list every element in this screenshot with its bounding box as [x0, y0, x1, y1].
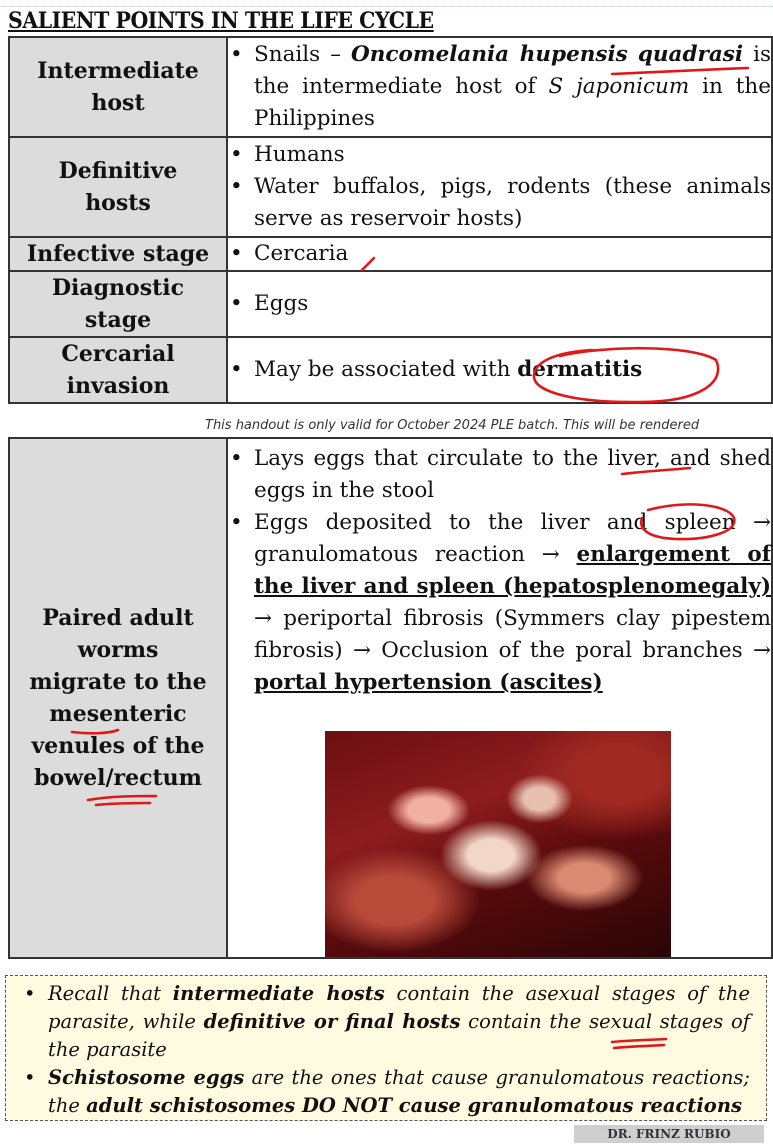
recall-note-box: Recall that intermediate hosts contain t…	[5, 975, 767, 1121]
adult-worms-label-line: mesenteric	[49, 701, 187, 727]
list-item: Schistosome eggs are the ones that cause…	[24, 1064, 750, 1120]
adult-worms-label-line: Paired adult	[42, 605, 194, 631]
list-item: Snails – Oncomelania hupensis quadrasi i…	[230, 39, 771, 135]
cercarial-invasion-content: May be associated with dermatitis	[226, 336, 773, 404]
infective-stage-label: Infective stage	[8, 236, 228, 272]
validity-note: This handout is only valid for October 2…	[205, 418, 700, 433]
intermediate-host-content: Snails – Oncomelania hupensis quadrasi i…	[226, 36, 773, 138]
table-row: Definitive hosts Humans Water buffalos, …	[8, 136, 773, 238]
cercarial-invasion-label: Cercarial invasion	[8, 336, 228, 404]
table-row: Cercarial invasion May be associated wit…	[8, 336, 773, 404]
page-title: SALIENT POINTS IN THE LIFE CYCLE	[8, 8, 434, 34]
adult-worms-label-line: venules of the	[31, 733, 205, 759]
list-item: Cercaria	[230, 238, 771, 270]
list-item: Humans	[230, 139, 771, 171]
list-item: Eggs	[230, 288, 771, 320]
list-item: Eggs deposited to the liver and spleen →…	[230, 507, 771, 699]
diagnostic-stage-label: Diagnostic stage	[8, 270, 228, 338]
definitive-hosts-content: Humans Water buffalos, pigs, rodents (th…	[226, 136, 773, 238]
diagnostic-stage-content: Eggs	[226, 270, 773, 338]
adult-worms-label-line: worms	[77, 637, 159, 663]
adult-worms-label-line: bowel/rectum	[34, 765, 202, 791]
table-row: Intermediate host Snails – Oncomelania h…	[8, 36, 773, 138]
liver-specimen-photo	[325, 731, 671, 957]
adult-worms-label-line: migrate to the	[29, 669, 207, 695]
author-credit: DR. FRINZ RUBIO	[574, 1125, 764, 1143]
adult-worms-label: Paired adult worms migrate to the mesenteri…	[8, 437, 228, 959]
list-item: Recall that intermediate hosts contain t…	[24, 980, 750, 1064]
list-item: May be associated with dermatitis	[230, 354, 771, 386]
life-cycle-table: Intermediate host Snails – Oncomelania h…	[8, 36, 773, 404]
infective-stage-content: Cercaria	[226, 236, 773, 272]
intermediate-host-label: Intermediate host	[8, 36, 228, 138]
table-row: Infective stage Cercaria	[8, 236, 773, 272]
list-item: Lays eggs that circulate to the liver, a…	[230, 443, 771, 507]
list-item: Water buffalos, pigs, rodents (these ani…	[230, 171, 771, 235]
definitive-hosts-label: Definitive hosts	[8, 136, 228, 238]
table-row: Diagnostic stage Eggs	[8, 270, 773, 338]
page-top-edge	[0, 0, 773, 7]
